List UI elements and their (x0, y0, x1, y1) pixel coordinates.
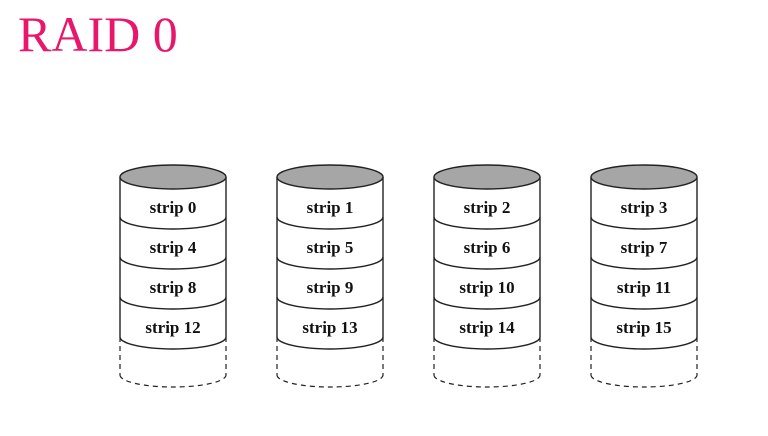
strip-label: strip 15 (616, 318, 671, 337)
disk-body (120, 177, 226, 337)
slide-title: RAID 0 (18, 6, 178, 62)
disk-1: strip 1 strip 5 strip 9 strip 13 (276, 164, 384, 388)
strip-separator (276, 216, 384, 230)
disk-2: strip 2 strip 6 strip 10 strip 14 (433, 164, 541, 388)
strip-label: strip 6 (464, 238, 511, 257)
strip-label: strip 9 (307, 278, 354, 297)
strip-separator (590, 296, 698, 310)
disk-bottom-empty (433, 374, 541, 388)
strip-label: strip 1 (307, 198, 354, 217)
strip-separator (433, 216, 541, 230)
strip-label: strip 8 (150, 278, 197, 297)
strip-separator (590, 256, 698, 270)
strip-label: strip 10 (459, 278, 514, 297)
strip-separator (276, 336, 384, 350)
strip-separator (119, 296, 227, 310)
strip-separator (433, 256, 541, 270)
disk-bottom-empty (119, 374, 227, 388)
strip-separator (433, 336, 541, 350)
strip-separator (119, 336, 227, 350)
disk-0: strip 0 strip 4 strip 8 strip 12 (119, 164, 227, 388)
strip-separator (276, 256, 384, 270)
disk-3: strip 3 strip 7 strip 11 strip 15 (590, 164, 698, 388)
strip-separator (590, 216, 698, 230)
strip-separator (119, 216, 227, 230)
strip-label: strip 4 (150, 238, 197, 257)
disk-top (433, 164, 541, 190)
strip-label: strip 12 (145, 318, 200, 337)
strip-label: strip 7 (621, 238, 668, 257)
strip-label: strip 14 (459, 318, 515, 337)
strip-label: strip 13 (302, 318, 357, 337)
disk-body (277, 177, 383, 337)
disk-body (591, 177, 697, 337)
strip-separator (590, 336, 698, 350)
strip-label: strip 2 (464, 198, 511, 217)
disk-top (119, 164, 227, 190)
strip-separator (276, 296, 384, 310)
disk-bottom-empty (276, 374, 384, 388)
strip-separator (119, 256, 227, 270)
disk-top (590, 164, 698, 190)
disk-body (434, 177, 540, 337)
strip-label: strip 11 (617, 278, 671, 297)
disk-bottom-empty (590, 374, 698, 388)
strip-label: strip 5 (307, 238, 354, 257)
strip-label: strip 0 (150, 198, 197, 217)
disk-top (276, 164, 384, 190)
strip-label: strip 3 (621, 198, 668, 217)
strip-separator (433, 296, 541, 310)
